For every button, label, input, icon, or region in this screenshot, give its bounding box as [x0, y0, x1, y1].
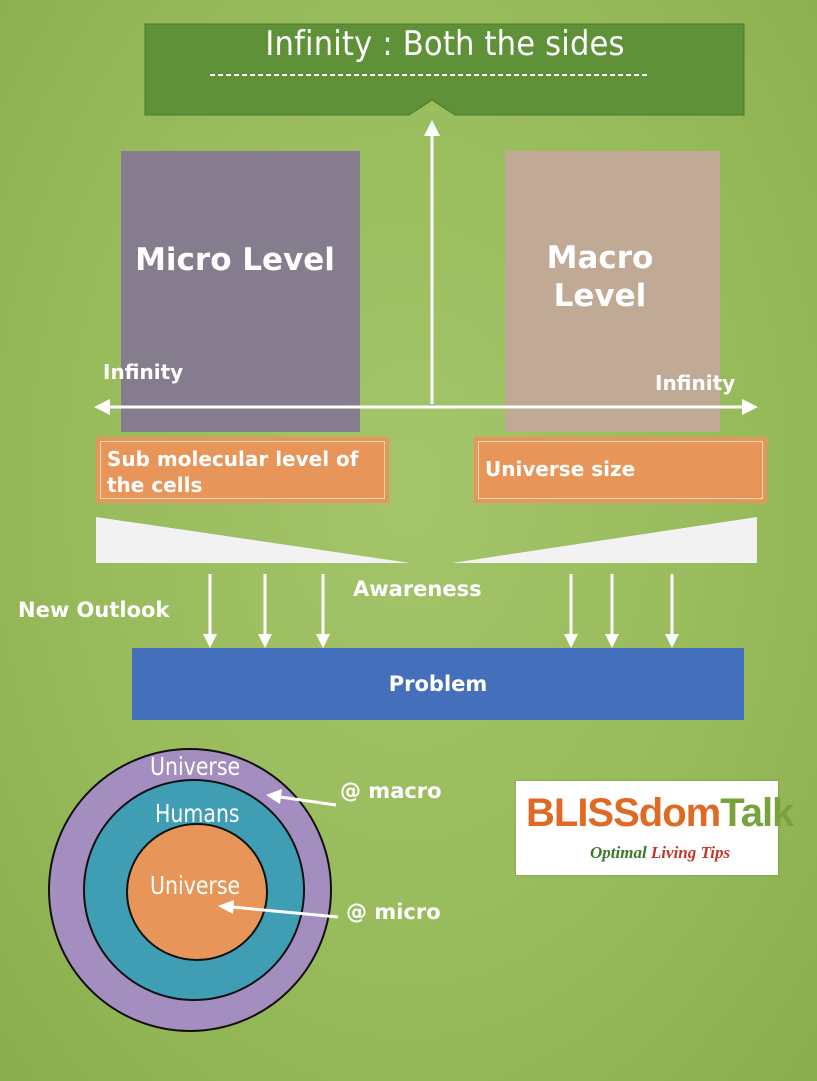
logo-brand-part2: Talk	[720, 791, 794, 835]
logo-wordmark: BLISSdomTalk	[526, 791, 794, 836]
macro-pointer-label: @ macro	[340, 779, 442, 803]
logo-tagline-part1: Optimal	[590, 843, 647, 862]
macro-pointer-arrow	[279, 795, 337, 807]
outer-universe-label: Universe	[150, 752, 241, 781]
right-arrowhead	[742, 399, 758, 415]
page-title: Infinity : Both the sides	[265, 24, 625, 64]
micro-scale-label: Sub molecular level of the cells	[100, 441, 385, 499]
infinity-right-label: Infinity	[655, 371, 736, 395]
blissdomtalk-logo: BLISSdomTalk Optimal Living Tips	[516, 781, 794, 875]
macro-pointer-arrowhead	[266, 789, 282, 804]
title-banner	[144, 23, 745, 116]
macro-scale-box: Universe size	[474, 437, 767, 503]
logo-brand-part1: BLISSdom	[526, 791, 721, 835]
micro-pointer-arrow	[231, 905, 339, 919]
logo-tagline-part2: Living Tips	[650, 843, 731, 862]
new-outlook-label: New Outlook	[18, 598, 170, 622]
awareness-arrows-right	[564, 574, 679, 648]
right-wedge	[452, 517, 757, 563]
problem-label: Problem	[388, 672, 488, 696]
awareness-arrows-left	[203, 574, 330, 648]
awareness-label: Awareness	[353, 577, 482, 601]
logo-tagline: Optimal Living Tips	[590, 843, 730, 863]
problem-box: Problem	[132, 648, 744, 720]
left-arrowhead	[94, 399, 110, 415]
macro-level-box	[505, 151, 720, 432]
micro-pointer-arrowhead	[218, 900, 234, 914]
macro-scale-label: Universe size	[478, 441, 763, 499]
macro-level-label: Macro Level	[546, 240, 654, 314]
micro-scale-box: Sub molecular level of the cells	[96, 437, 389, 503]
inner-universe-label: Universe	[150, 871, 241, 900]
vertical-axis-arrowhead	[424, 120, 440, 136]
left-wedge	[96, 517, 410, 563]
micro-pointer-label: @ micro	[346, 900, 441, 924]
humans-label: Humans	[155, 799, 240, 828]
inner-circle-universe	[126, 823, 268, 961]
micro-level-label: Micro Level	[135, 242, 335, 278]
micro-level-box	[121, 151, 360, 432]
infinity-left-label: Infinity	[103, 360, 184, 384]
